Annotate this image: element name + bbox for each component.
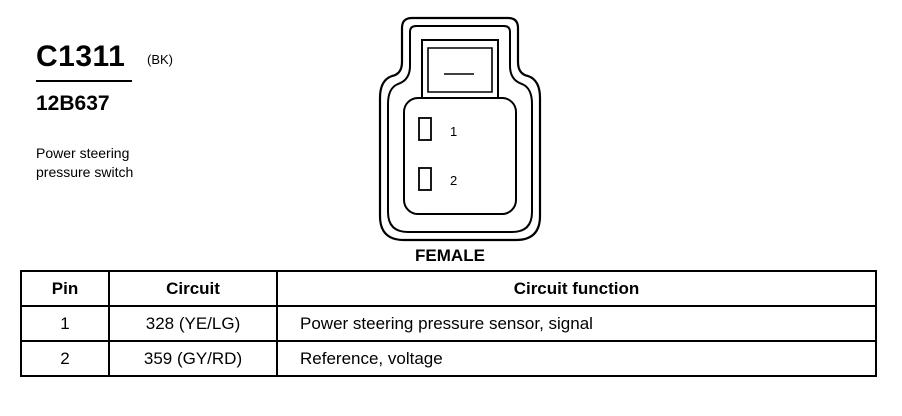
description-line: Power steering (36, 145, 130, 161)
connector-inner-shell (387, 25, 533, 233)
pin-1-label: 1 (450, 124, 457, 139)
component-description: Power steering pressure switch (36, 144, 206, 182)
description-line: pressure switch (36, 164, 134, 180)
column-header-function: Circuit function (276, 270, 877, 307)
table-row: 2 359 (GY/RD) Reference, voltage (20, 340, 877, 377)
function-cell: Power steering pressure sensor, signal (276, 305, 877, 342)
part-number: 12B637 (36, 92, 110, 115)
circuit-cell: 359 (GY/RD) (108, 340, 278, 377)
circuit-cell: 328 (YE/LG) (108, 305, 278, 342)
pin-2-terminal (418, 167, 432, 191)
connector-id: C1311 (36, 40, 126, 73)
pinout-table: Pin Circuit Circuit function 1 328 (YE/L… (20, 270, 877, 377)
connector-outer-shell (378, 16, 542, 242)
column-header-circuit: Circuit (108, 270, 278, 307)
function-cell: Reference, voltage (276, 340, 877, 377)
pin-cell: 2 (20, 340, 110, 377)
pin-cell: 1 (20, 305, 110, 342)
table-row: 1 328 (YE/LG) Power steering pressure se… (20, 305, 877, 342)
terminal-cavity (403, 97, 517, 215)
connector-face-diagram: 1 2 (378, 16, 542, 242)
color-code: (BK) (147, 52, 173, 67)
table-header-row: Pin Circuit Circuit function (20, 270, 877, 307)
title-underline (36, 80, 132, 82)
pin-1-terminal (418, 117, 432, 141)
locking-tab-notch (427, 47, 493, 93)
column-header-pin: Pin (20, 270, 110, 307)
pin-2-label: 2 (450, 173, 457, 188)
connector-gender-label: FEMALE (415, 246, 485, 265)
